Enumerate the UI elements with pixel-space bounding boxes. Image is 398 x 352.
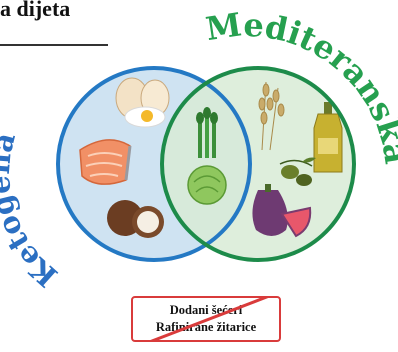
mediterranean-circle <box>160 66 356 262</box>
asparagus-icon <box>196 107 218 158</box>
olive-oil-icon <box>313 102 343 173</box>
excluded-item: Dodani šećeri <box>169 303 243 317</box>
olives-icon <box>279 157 316 186</box>
ketogenic-label: Ketogena <box>0 129 64 294</box>
excluded-foods-box: Dodani šećeri Rafinirane žitarice <box>131 296 281 342</box>
cabbage-icon <box>187 165 227 205</box>
coconut-icon <box>107 200 164 238</box>
fig-icon <box>252 184 312 238</box>
title-underline <box>0 44 108 46</box>
diagram-title: a dijeta <box>0 0 71 21</box>
eggs-icon <box>115 77 170 128</box>
wheat-icon <box>258 81 285 151</box>
ketogenic-circle <box>56 66 252 262</box>
salmon-icon <box>79 139 132 185</box>
ketogenic-label-text: Ketogena <box>0 129 64 294</box>
